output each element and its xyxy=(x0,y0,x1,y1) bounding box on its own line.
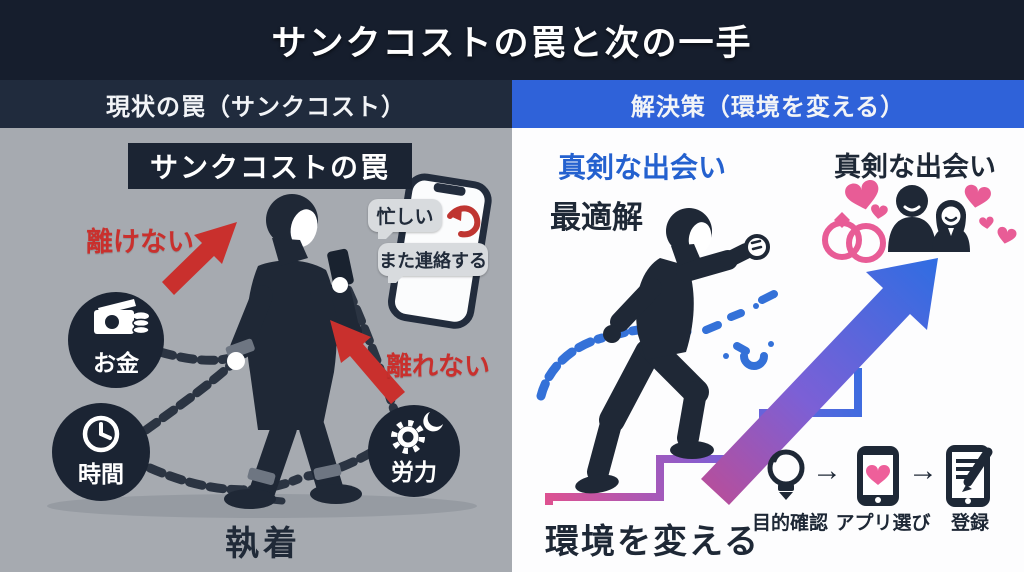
time-label: 時間 xyxy=(78,461,124,487)
gear-wrench-icon xyxy=(391,412,443,454)
solution-illustration xyxy=(536,180,1017,507)
chat-bubble-busy: 忙しい xyxy=(368,199,442,239)
serious-dating-label-blue: 真剣な出会い xyxy=(558,152,727,183)
serious-dating-label-dark: 真剣な出会い xyxy=(834,152,996,182)
lightbulb-icon xyxy=(767,449,805,500)
cant-separate-label: 離れない xyxy=(386,351,491,381)
wallet-coins-icon xyxy=(94,299,150,335)
money-label: お金 xyxy=(93,350,139,376)
left-panel-header: 現状の罠（サンクコスト） xyxy=(0,80,512,128)
step-label-choose-app: アプリ選び xyxy=(835,513,931,534)
fist-icon xyxy=(744,234,770,260)
attachment-caption: 執着 xyxy=(225,525,301,563)
sunk-cost-panel: サンクコストの罠 離けない 離れない 忙しい また連絡する お金 時間 労力 執… xyxy=(0,128,512,572)
step-arrow-icon: → xyxy=(908,454,938,487)
right-panel-header: 解決策（環境を変える） xyxy=(512,80,1024,128)
rings-icon xyxy=(822,212,886,263)
sunk-cost-badge: サンクコストの罠 xyxy=(128,143,412,189)
solution-panel: 真剣な出会い 最適解 真剣な出会い 環境を変える → → 目的確認 アプリ選び … xyxy=(512,128,1024,572)
step-label-purpose: 目的確認 xyxy=(751,513,828,534)
red-arrow-up-right xyxy=(162,222,237,295)
reply-arrow-icon xyxy=(447,205,481,238)
heart-icon xyxy=(845,180,1017,244)
title-banner: サンクコストの罠と次の一手 xyxy=(0,0,1024,80)
step-arrow-icon: → xyxy=(812,454,842,487)
step-label-register: 登録 xyxy=(950,513,989,534)
chat-bubble-contact-later: また連絡する xyxy=(378,243,488,283)
change-environment-caption: 環境を変える xyxy=(545,523,760,561)
chained-person xyxy=(224,194,362,509)
red-arrow-up-left xyxy=(330,320,405,404)
page-title: サンクコストの罠と次の一手 xyxy=(271,23,753,63)
time-circle xyxy=(52,403,150,501)
sunk-cost-illustration xyxy=(47,173,492,518)
money-circle xyxy=(68,292,164,388)
effort-label: 労力 xyxy=(391,459,437,485)
phone-heart-icon xyxy=(857,446,899,506)
broken-chain-icon xyxy=(702,290,778,370)
optimal-solution-label: 最適解 xyxy=(550,200,643,235)
breaking-free-person xyxy=(575,208,770,494)
clock-icon xyxy=(82,415,120,453)
effort-circle xyxy=(368,405,460,497)
cant-leave-label: 離けない xyxy=(86,227,194,257)
stairs-icon xyxy=(545,368,862,505)
register-pencil-icon xyxy=(946,445,993,507)
couple-icon xyxy=(888,185,970,252)
growth-arrow-icon xyxy=(701,258,938,505)
